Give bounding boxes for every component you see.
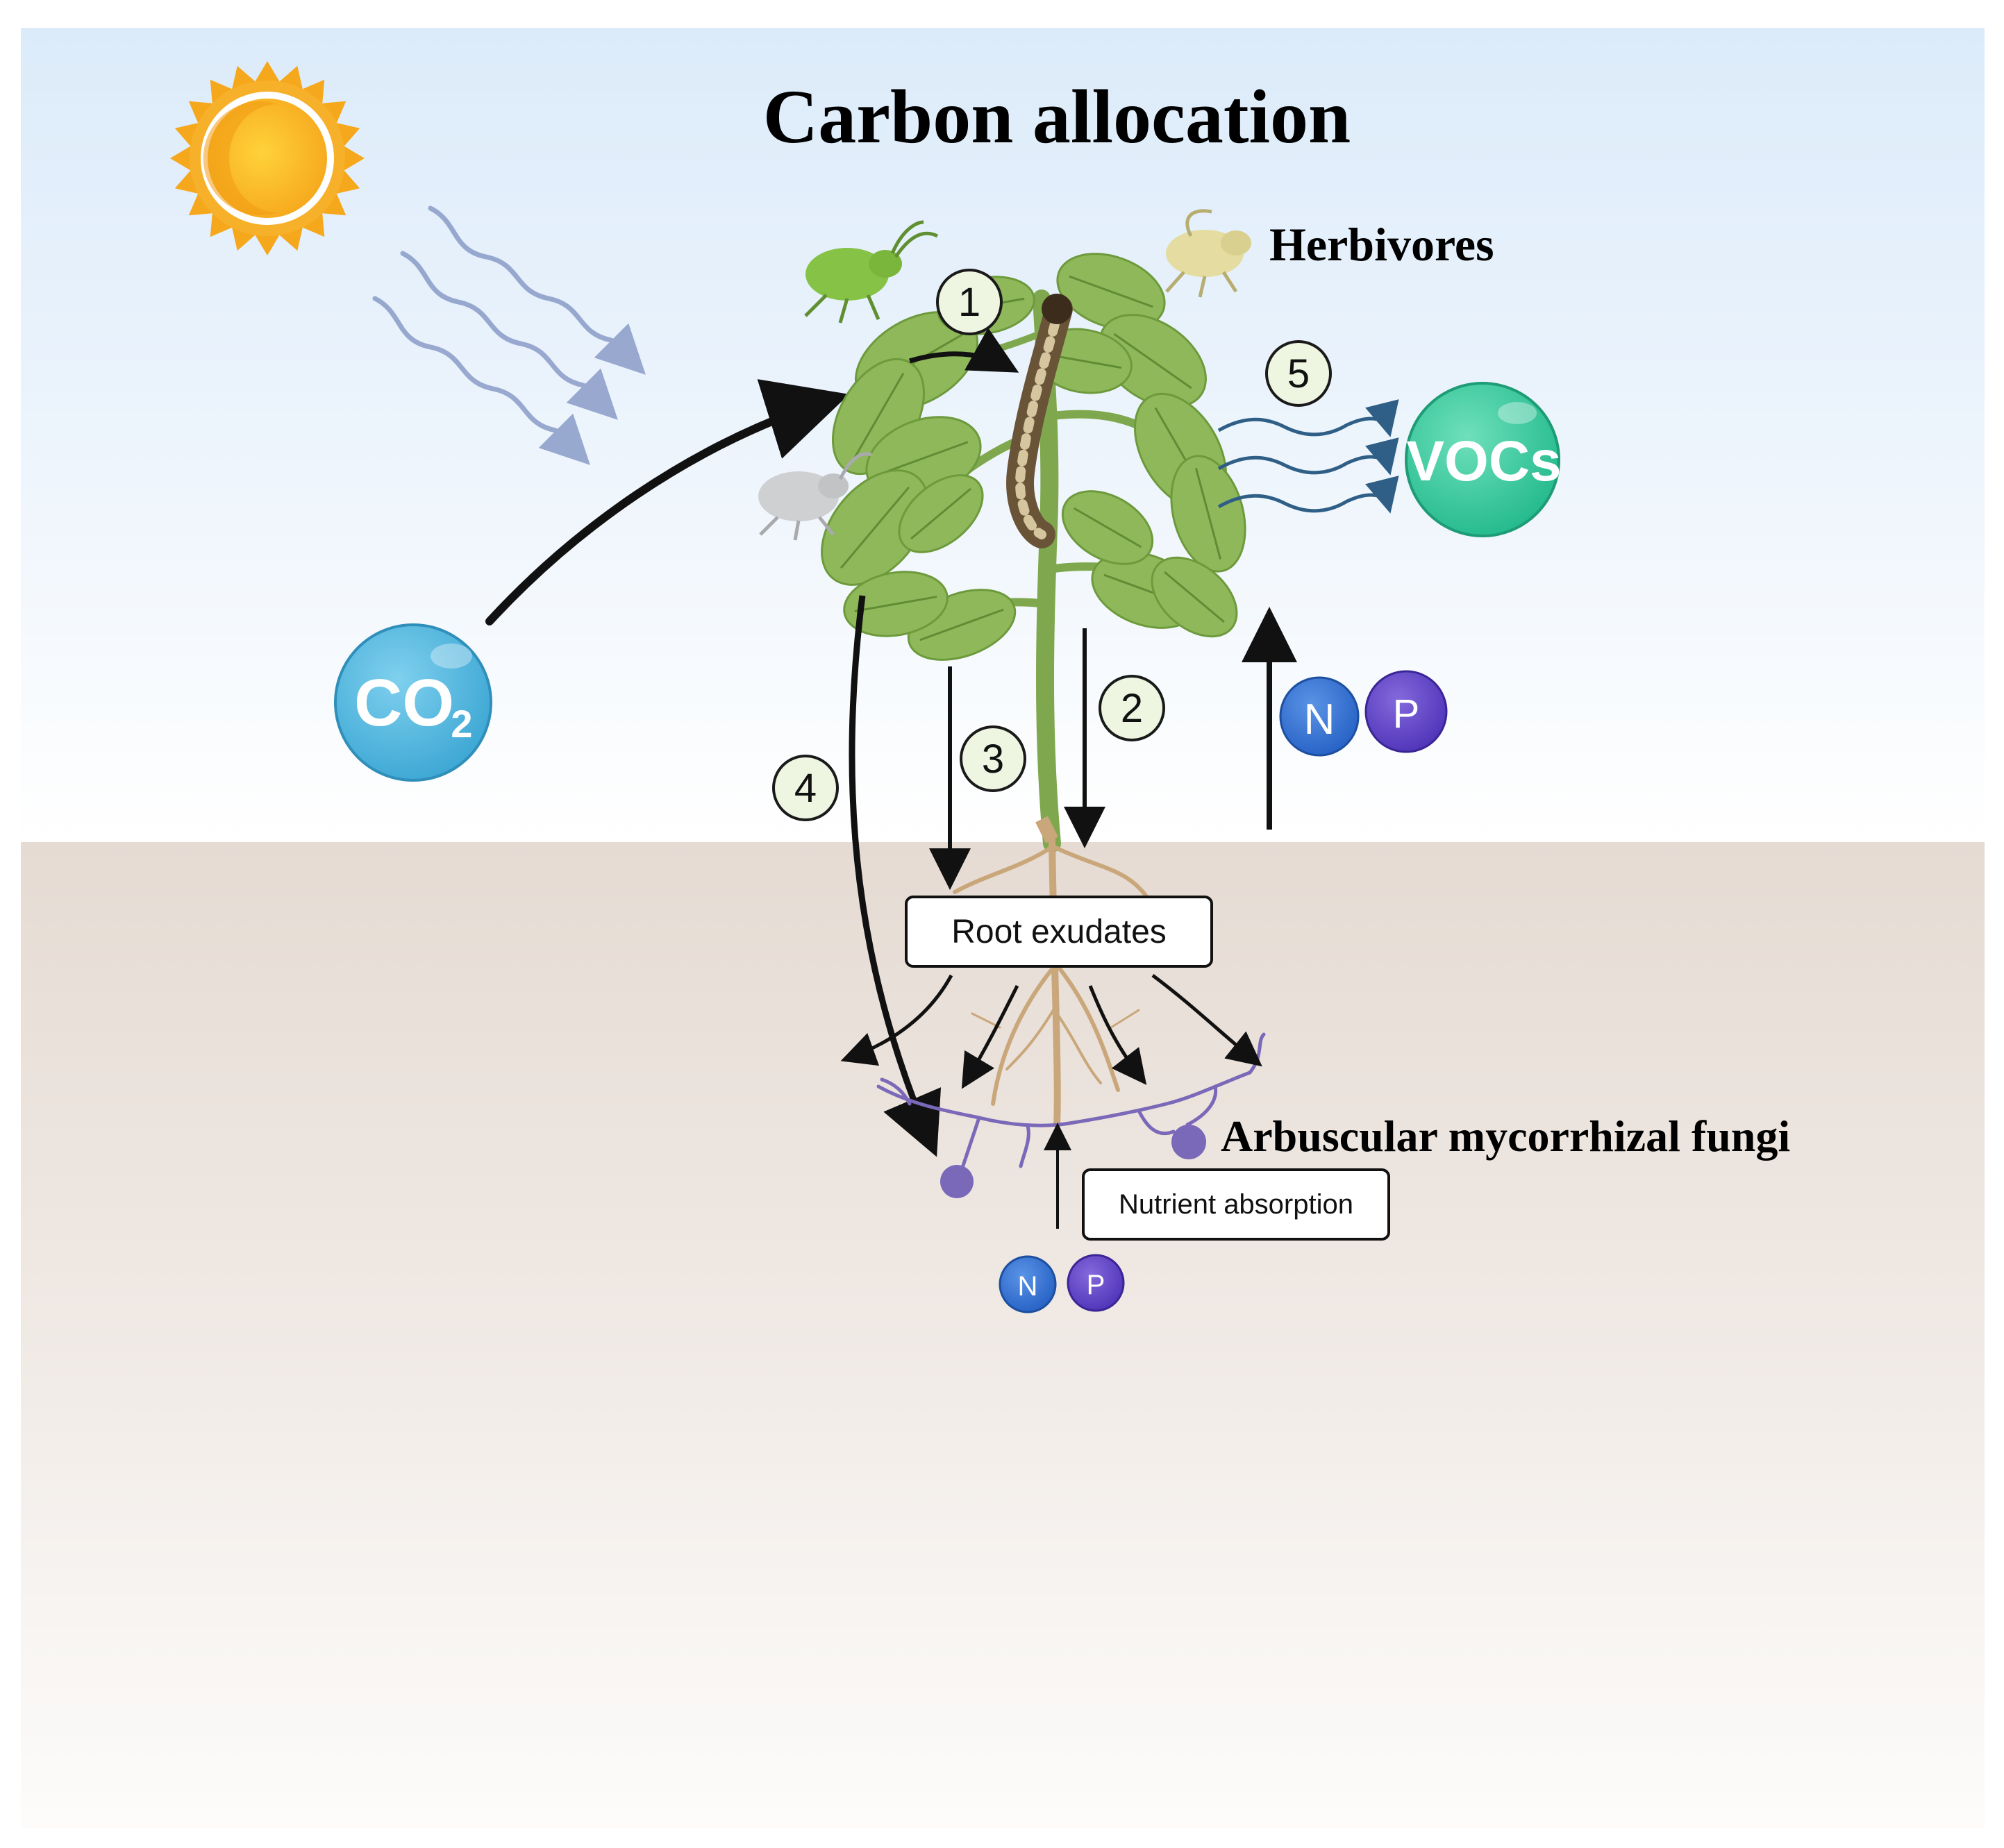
sunlight-rays bbox=[372, 205, 646, 465]
nutrient-absorption-label: Nutrient absorption bbox=[1119, 1189, 1353, 1220]
roots bbox=[953, 837, 1148, 1128]
aphid-pale-icon bbox=[1165, 209, 1251, 298]
step-badge-1: 1 bbox=[936, 269, 1003, 335]
vocs-label: VOCs bbox=[1406, 430, 1561, 493]
caterpillar-icon bbox=[1006, 294, 1073, 548]
phosphorus-label-bottom: P bbox=[1087, 1270, 1105, 1300]
amf-label: Arbuscular mycorrhizal fungi bbox=[1221, 1111, 1790, 1161]
aphid-green-icon bbox=[804, 220, 939, 324]
diagram-title: Carbon allocation bbox=[763, 74, 1351, 159]
soil-background bbox=[21, 842, 1985, 1828]
step4-arrow bbox=[849, 595, 942, 1157]
phosphorus-bubble-top: P bbox=[1364, 670, 1448, 753]
step-badge-label: 3 bbox=[982, 737, 1004, 782]
fungi-spore-left bbox=[940, 1165, 974, 1198]
co2-bubble: CO 2 bbox=[334, 623, 492, 782]
nutrient-absorption-box: Nutrient absorption bbox=[1082, 1168, 1390, 1241]
nitrogen-label-bottom: N bbox=[1018, 1271, 1038, 1302]
exudate-arrows bbox=[840, 974, 1262, 1089]
phosphorus-label-top: P bbox=[1393, 691, 1420, 737]
nitrogen-label-top: N bbox=[1304, 696, 1335, 744]
co2-subscript: 2 bbox=[451, 702, 472, 746]
step-badge-label: 1 bbox=[958, 280, 980, 325]
aphid-grey-icon bbox=[758, 452, 872, 541]
step-badge-3: 3 bbox=[960, 725, 1026, 792]
step-badge-5: 5 bbox=[1265, 340, 1332, 407]
step-badge-2: 2 bbox=[1099, 675, 1165, 741]
herbivores-label: Herbivores bbox=[1269, 218, 1494, 271]
root-exudates-label: Root exudates bbox=[951, 914, 1167, 950]
step1-arrow bbox=[908, 328, 1019, 373]
vocs-bubble: VOCs bbox=[1405, 382, 1562, 537]
nitrogen-bubble-top: N bbox=[1279, 676, 1360, 757]
nitrogen-bubble-bottom: N bbox=[999, 1255, 1057, 1313]
step-badge-label: 2 bbox=[1121, 686, 1143, 731]
co2-uptake-arrow bbox=[485, 379, 849, 625]
step-badge-label: 4 bbox=[794, 766, 817, 811]
sun-icon bbox=[170, 61, 365, 255]
fungi-spore-right bbox=[1171, 1125, 1206, 1159]
phosphorus-bubble-bottom: P bbox=[1067, 1254, 1125, 1312]
co2-label: CO bbox=[354, 666, 454, 740]
step-badge-label: 5 bbox=[1287, 351, 1310, 396]
root-exudates-box: Root exudates bbox=[905, 896, 1213, 968]
voc-emission-arrows bbox=[1217, 399, 1399, 514]
step-badge-4: 4 bbox=[772, 755, 839, 821]
